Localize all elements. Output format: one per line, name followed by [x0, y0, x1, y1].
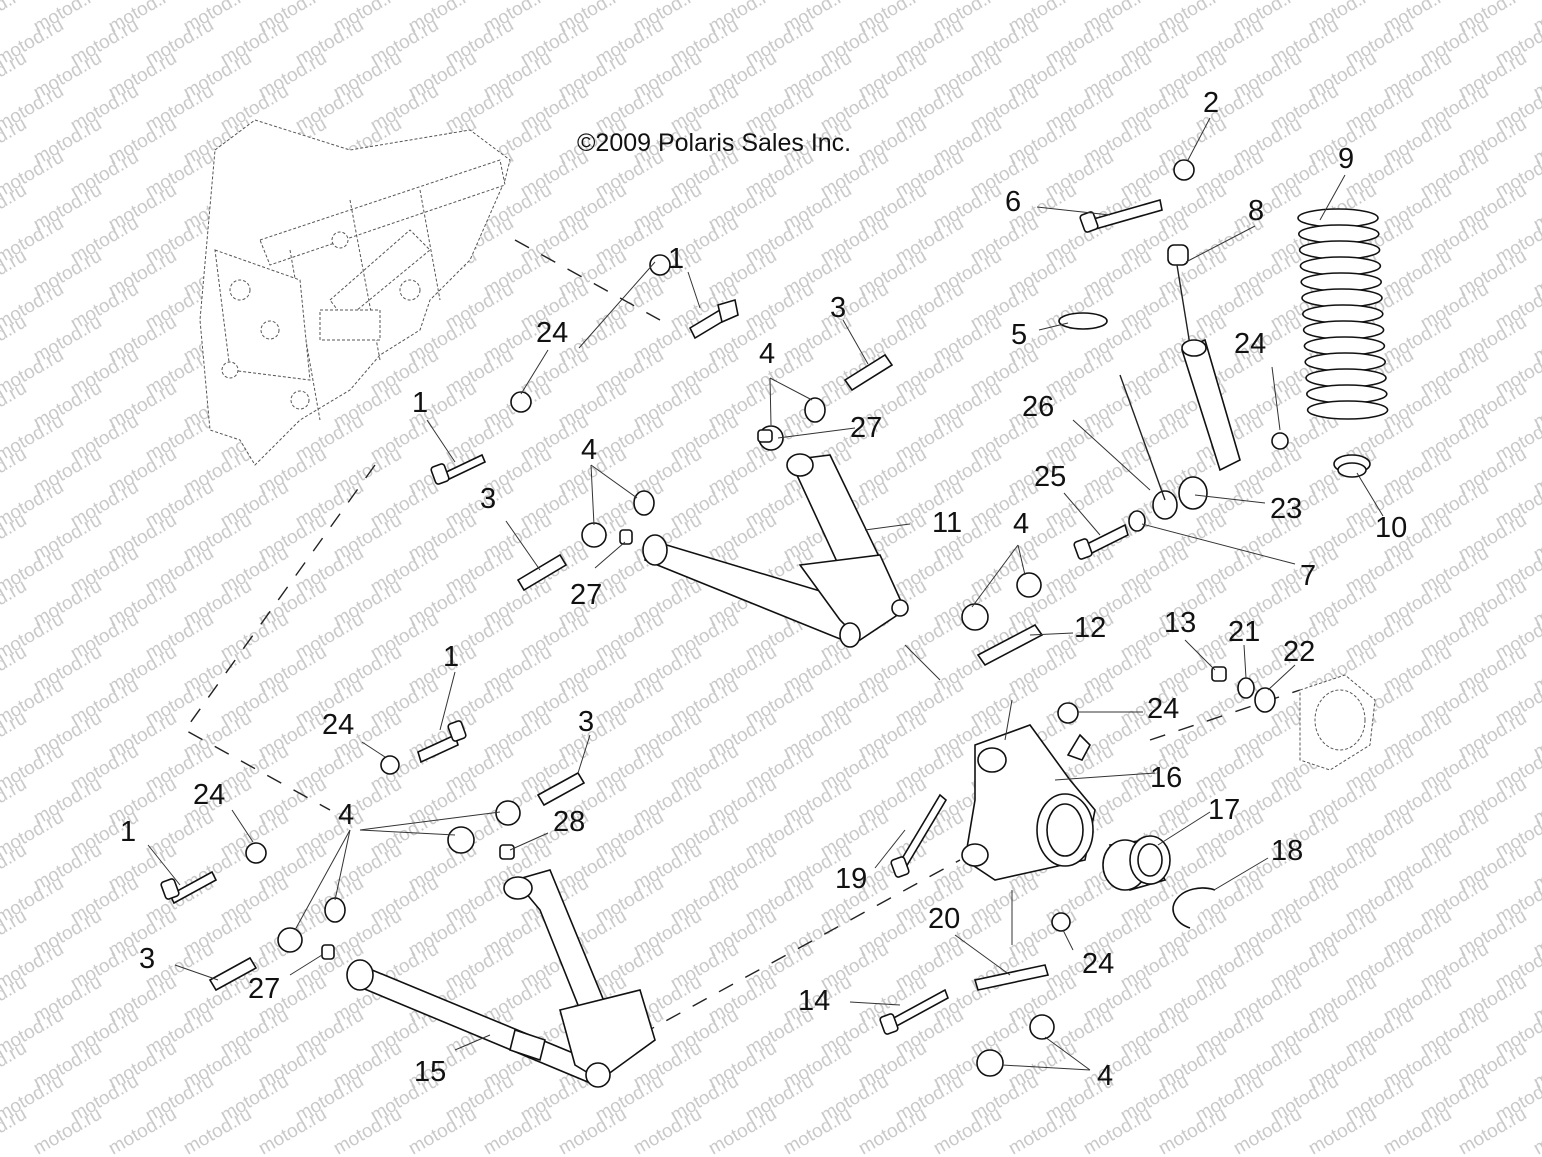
callout-9: 9 — [1338, 143, 1354, 175]
callout-1: 1 — [443, 641, 459, 673]
watermark-text: motod.ru — [1530, 1104, 1542, 1157]
callout-24: 24 — [193, 779, 225, 811]
watermark-text: motod.ru — [1005, 1104, 1080, 1157]
callout-22: 22 — [1283, 636, 1315, 668]
callout-24: 24 — [1234, 328, 1266, 360]
callout-4: 4 — [338, 799, 354, 831]
callout-19: 19 — [835, 863, 867, 895]
callout-13: 13 — [1164, 607, 1196, 639]
callout-14: 14 — [798, 985, 830, 1017]
watermark-text: motod.ru — [855, 1104, 930, 1157]
hub-assembly — [1299, 674, 1376, 771]
watermark-text: motod.ru — [1455, 1104, 1530, 1157]
watermark-text: motod.ru — [1305, 1104, 1380, 1157]
knuckle — [961, 724, 1096, 881]
frame-section — [199, 119, 511, 466]
watermark-text: motod.ru — [705, 1104, 780, 1157]
callout-8: 8 — [1248, 195, 1264, 227]
callout-labels: 1 1 1 1 2 3 3 3 3 4 4 4 4 4 5 6 7 8 9 10… — [120, 87, 1407, 1092]
callout-1: 1 — [120, 816, 136, 848]
callout-3: 3 — [139, 943, 155, 975]
callout-24: 24 — [1147, 693, 1179, 725]
callout-20: 20 — [928, 903, 960, 935]
callout-15: 15 — [414, 1056, 446, 1088]
callout-3: 3 — [830, 292, 846, 324]
callout-27: 27 — [570, 579, 602, 611]
watermark-text: motod.ru — [1380, 1104, 1455, 1157]
callout-27: 27 — [248, 973, 280, 1005]
callout-3: 3 — [480, 483, 496, 515]
bearing — [1102, 835, 1171, 891]
callout-3: 3 — [578, 706, 594, 738]
coil-spring — [1297, 208, 1389, 420]
snap-ring — [1172, 887, 1216, 929]
callout-25: 25 — [1034, 461, 1066, 493]
mount-line-knuckle-top — [904, 644, 941, 681]
callout-24: 24 — [536, 317, 568, 349]
lower-a-arm — [346, 869, 656, 1088]
spring-coil — [1306, 400, 1389, 420]
callout-1: 1 — [668, 243, 684, 275]
callout-24: 24 — [322, 709, 354, 741]
callout-7: 7 — [1300, 560, 1316, 592]
mount-line-knuckle — [639, 859, 961, 1036]
watermark-text: motod.ru — [405, 1104, 480, 1157]
watermark-text: motod.ru — [1080, 1104, 1155, 1157]
callout-4: 4 — [1097, 1060, 1113, 1092]
callout-24: 24 — [1082, 948, 1114, 980]
watermark-text: motod.ru — [330, 1104, 405, 1157]
callout-23: 23 — [1270, 493, 1302, 525]
hardware — [160, 159, 1289, 1077]
callout-5: 5 — [1011, 319, 1027, 351]
callout-18: 18 — [1271, 835, 1303, 867]
watermark-text: motod.ru — [1155, 1104, 1230, 1157]
watermark-text: motod.ru — [255, 1104, 330, 1157]
spring-retainer — [1333, 454, 1371, 478]
callout-12: 12 — [1074, 612, 1106, 644]
watermark-text: motod.ru — [930, 1104, 1005, 1157]
callout-1: 1 — [412, 387, 428, 419]
copyright-notice: ©2009 Polaris Sales Inc. — [577, 129, 851, 157]
callout-4: 4 — [581, 434, 597, 466]
shock-absorber — [1167, 244, 1241, 472]
watermark-text: motod.ru — [30, 1104, 105, 1157]
watermark-text: motod.ru — [105, 1104, 180, 1157]
watermark-text: motod.ru — [780, 1104, 855, 1157]
callout-28: 28 — [553, 806, 585, 838]
callout-16: 16 — [1150, 762, 1182, 794]
callout-4: 4 — [759, 338, 775, 370]
callout-2: 2 — [1203, 87, 1219, 119]
callout-4: 4 — [1013, 508, 1029, 540]
callout-26: 26 — [1022, 391, 1054, 423]
watermark-text: motod.ru — [630, 1104, 705, 1157]
leader-lines — [147, 117, 1384, 1071]
watermark-text: motod.ru — [480, 1104, 555, 1157]
callout-21: 21 — [1228, 616, 1260, 648]
callout-10: 10 — [1375, 512, 1407, 544]
watermark-text: motod.ru — [180, 1104, 255, 1157]
callout-17: 17 — [1208, 794, 1240, 826]
watermark-text: motod.ru — [555, 1104, 630, 1157]
callout-6: 6 — [1005, 186, 1021, 218]
upper-a-arm — [642, 453, 909, 648]
callout-11: 11 — [932, 507, 962, 539]
callout-27: 27 — [850, 412, 882, 444]
watermark-text: motod.ru — [1230, 1104, 1305, 1157]
